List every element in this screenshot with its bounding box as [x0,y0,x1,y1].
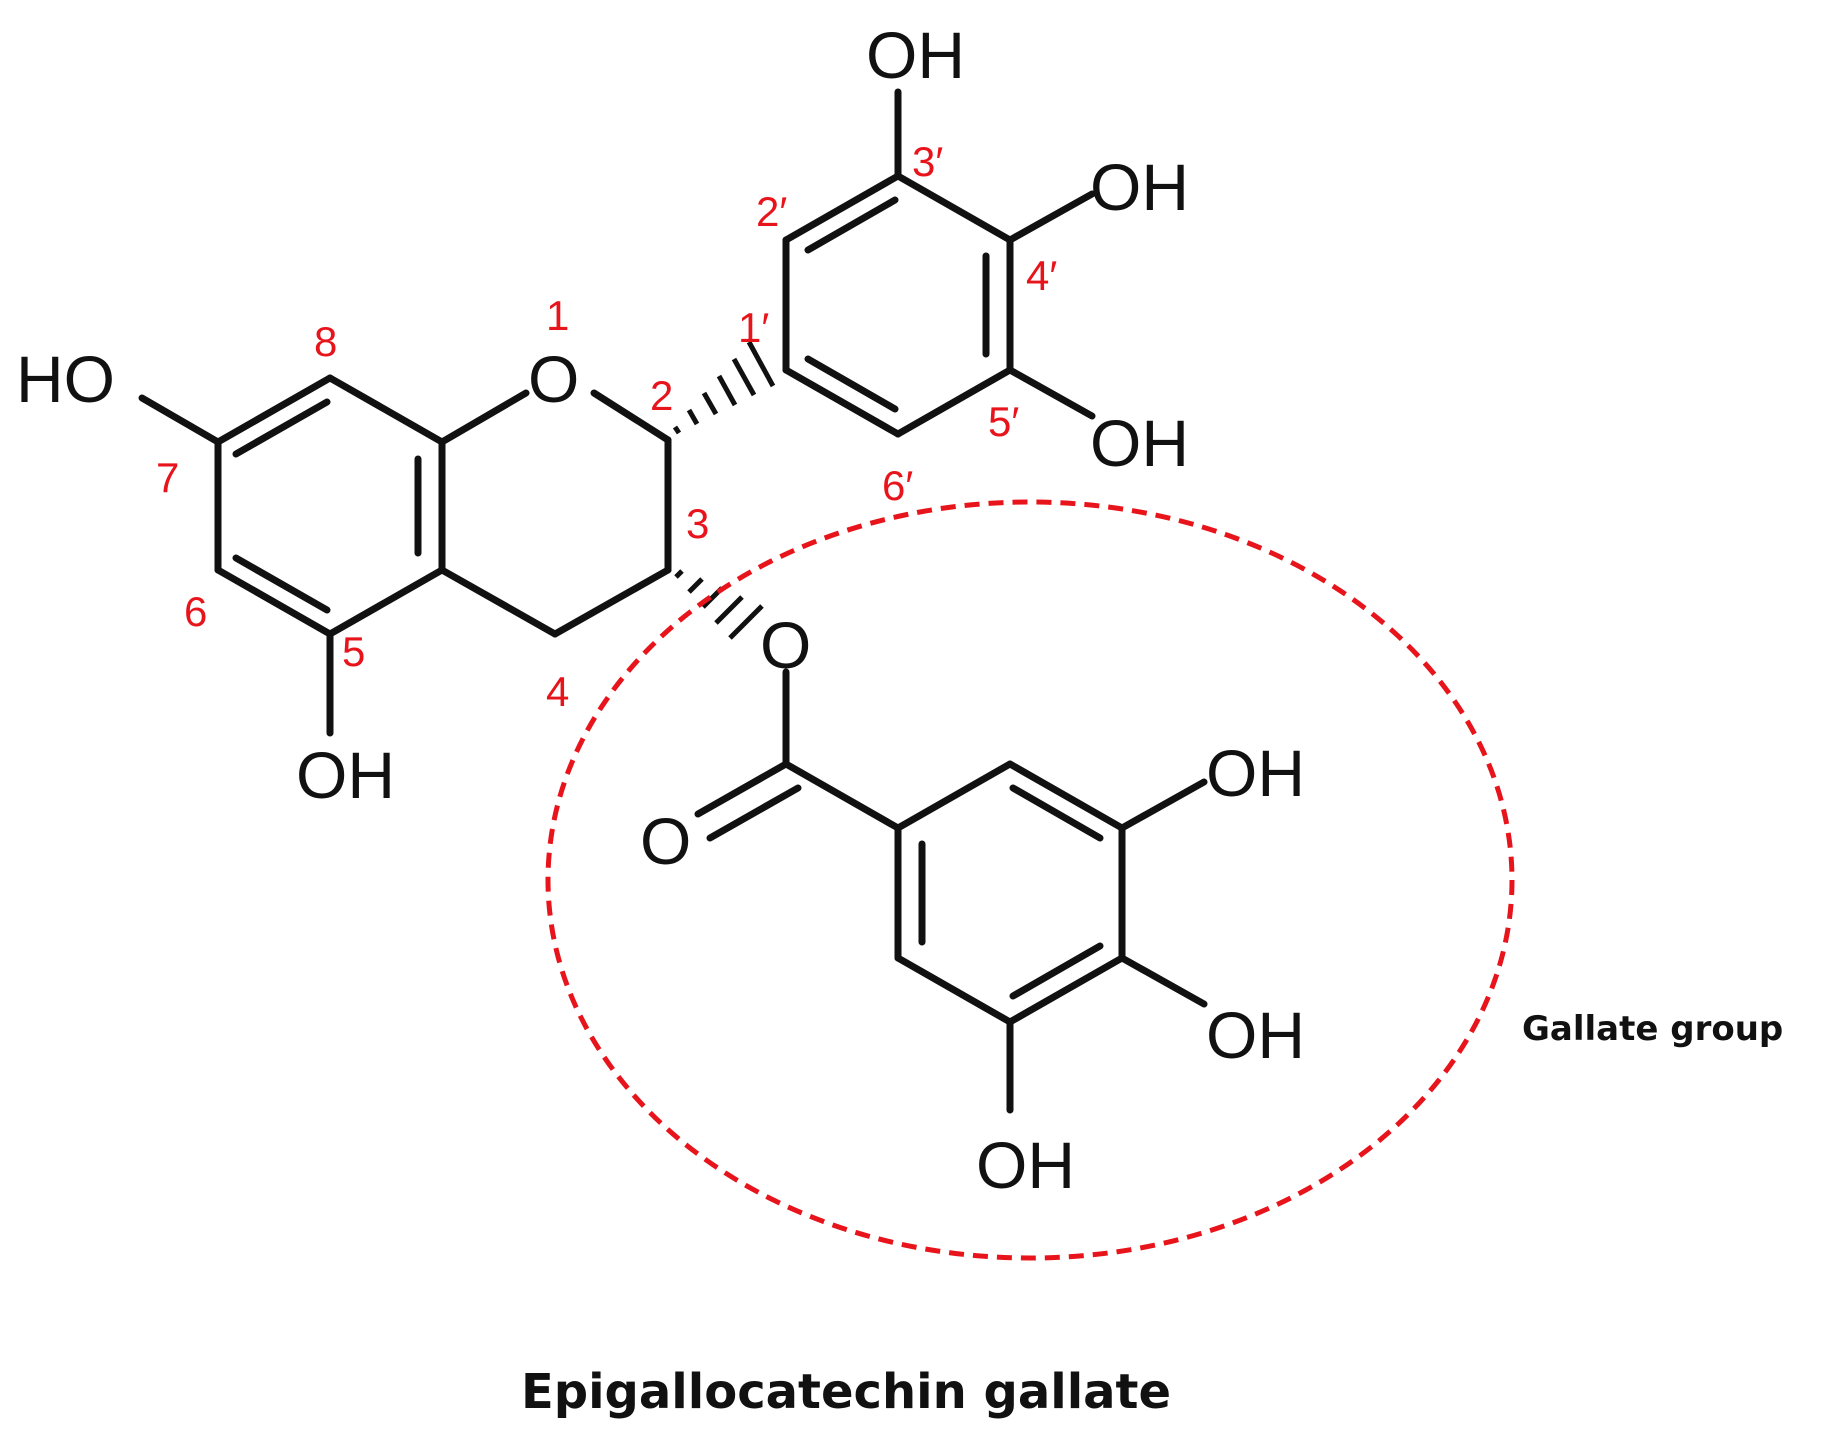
gallate-group-label: Gallate group [1522,1009,1783,1049]
atom-oh-3p: OH [866,18,965,92]
position-numbers: 1 2 3 4 5 6 7 8 1′ 2′ 3′ 4′ 5′ 6′ [156,138,1057,715]
position-label-1-prime: 1′ [738,304,769,351]
atom-ho-7: HO [16,342,115,416]
atom-oh-5: OH [296,738,395,812]
position-label-5: 5 [342,628,365,675]
atom-labels: HO O OH OH OH OH O O OH OH OH [16,18,1305,1202]
atom-oh-gallate-5: OH [976,1128,1075,1202]
compound-name: Epigallocatechin gallate [521,1364,1171,1420]
position-label-1: 1 [546,292,569,339]
gallate-group-highlight [545,499,1515,1261]
hashed-wedge-c2-b-ring [672,340,776,435]
position-label-4: 4 [546,668,569,715]
position-label-6-prime: 6′ [882,462,913,509]
bond-lines [138,88,1208,1114]
position-label-5-prime: 5′ [988,398,1019,445]
atom-o-carbonyl: O [640,804,691,878]
position-label-3-prime: 3′ [912,138,943,185]
atom-o-ring: O [528,342,579,416]
atom-o-ester: O [760,608,811,682]
atom-oh-5p: OH [1090,406,1189,480]
position-label-7: 7 [156,454,179,501]
atom-oh-gallate-3: OH [1206,736,1305,810]
position-label-6: 6 [184,588,207,635]
position-label-2-prime: 2′ [756,188,787,235]
hashed-wedge-c3-ester-o [674,569,764,640]
position-label-2: 2 [650,372,673,419]
position-label-8: 8 [314,318,337,365]
position-label-3: 3 [686,500,709,547]
position-label-4-prime: 4′ [1026,252,1057,299]
atom-oh-4p: OH [1090,150,1189,224]
atom-oh-gallate-4: OH [1206,998,1305,1072]
